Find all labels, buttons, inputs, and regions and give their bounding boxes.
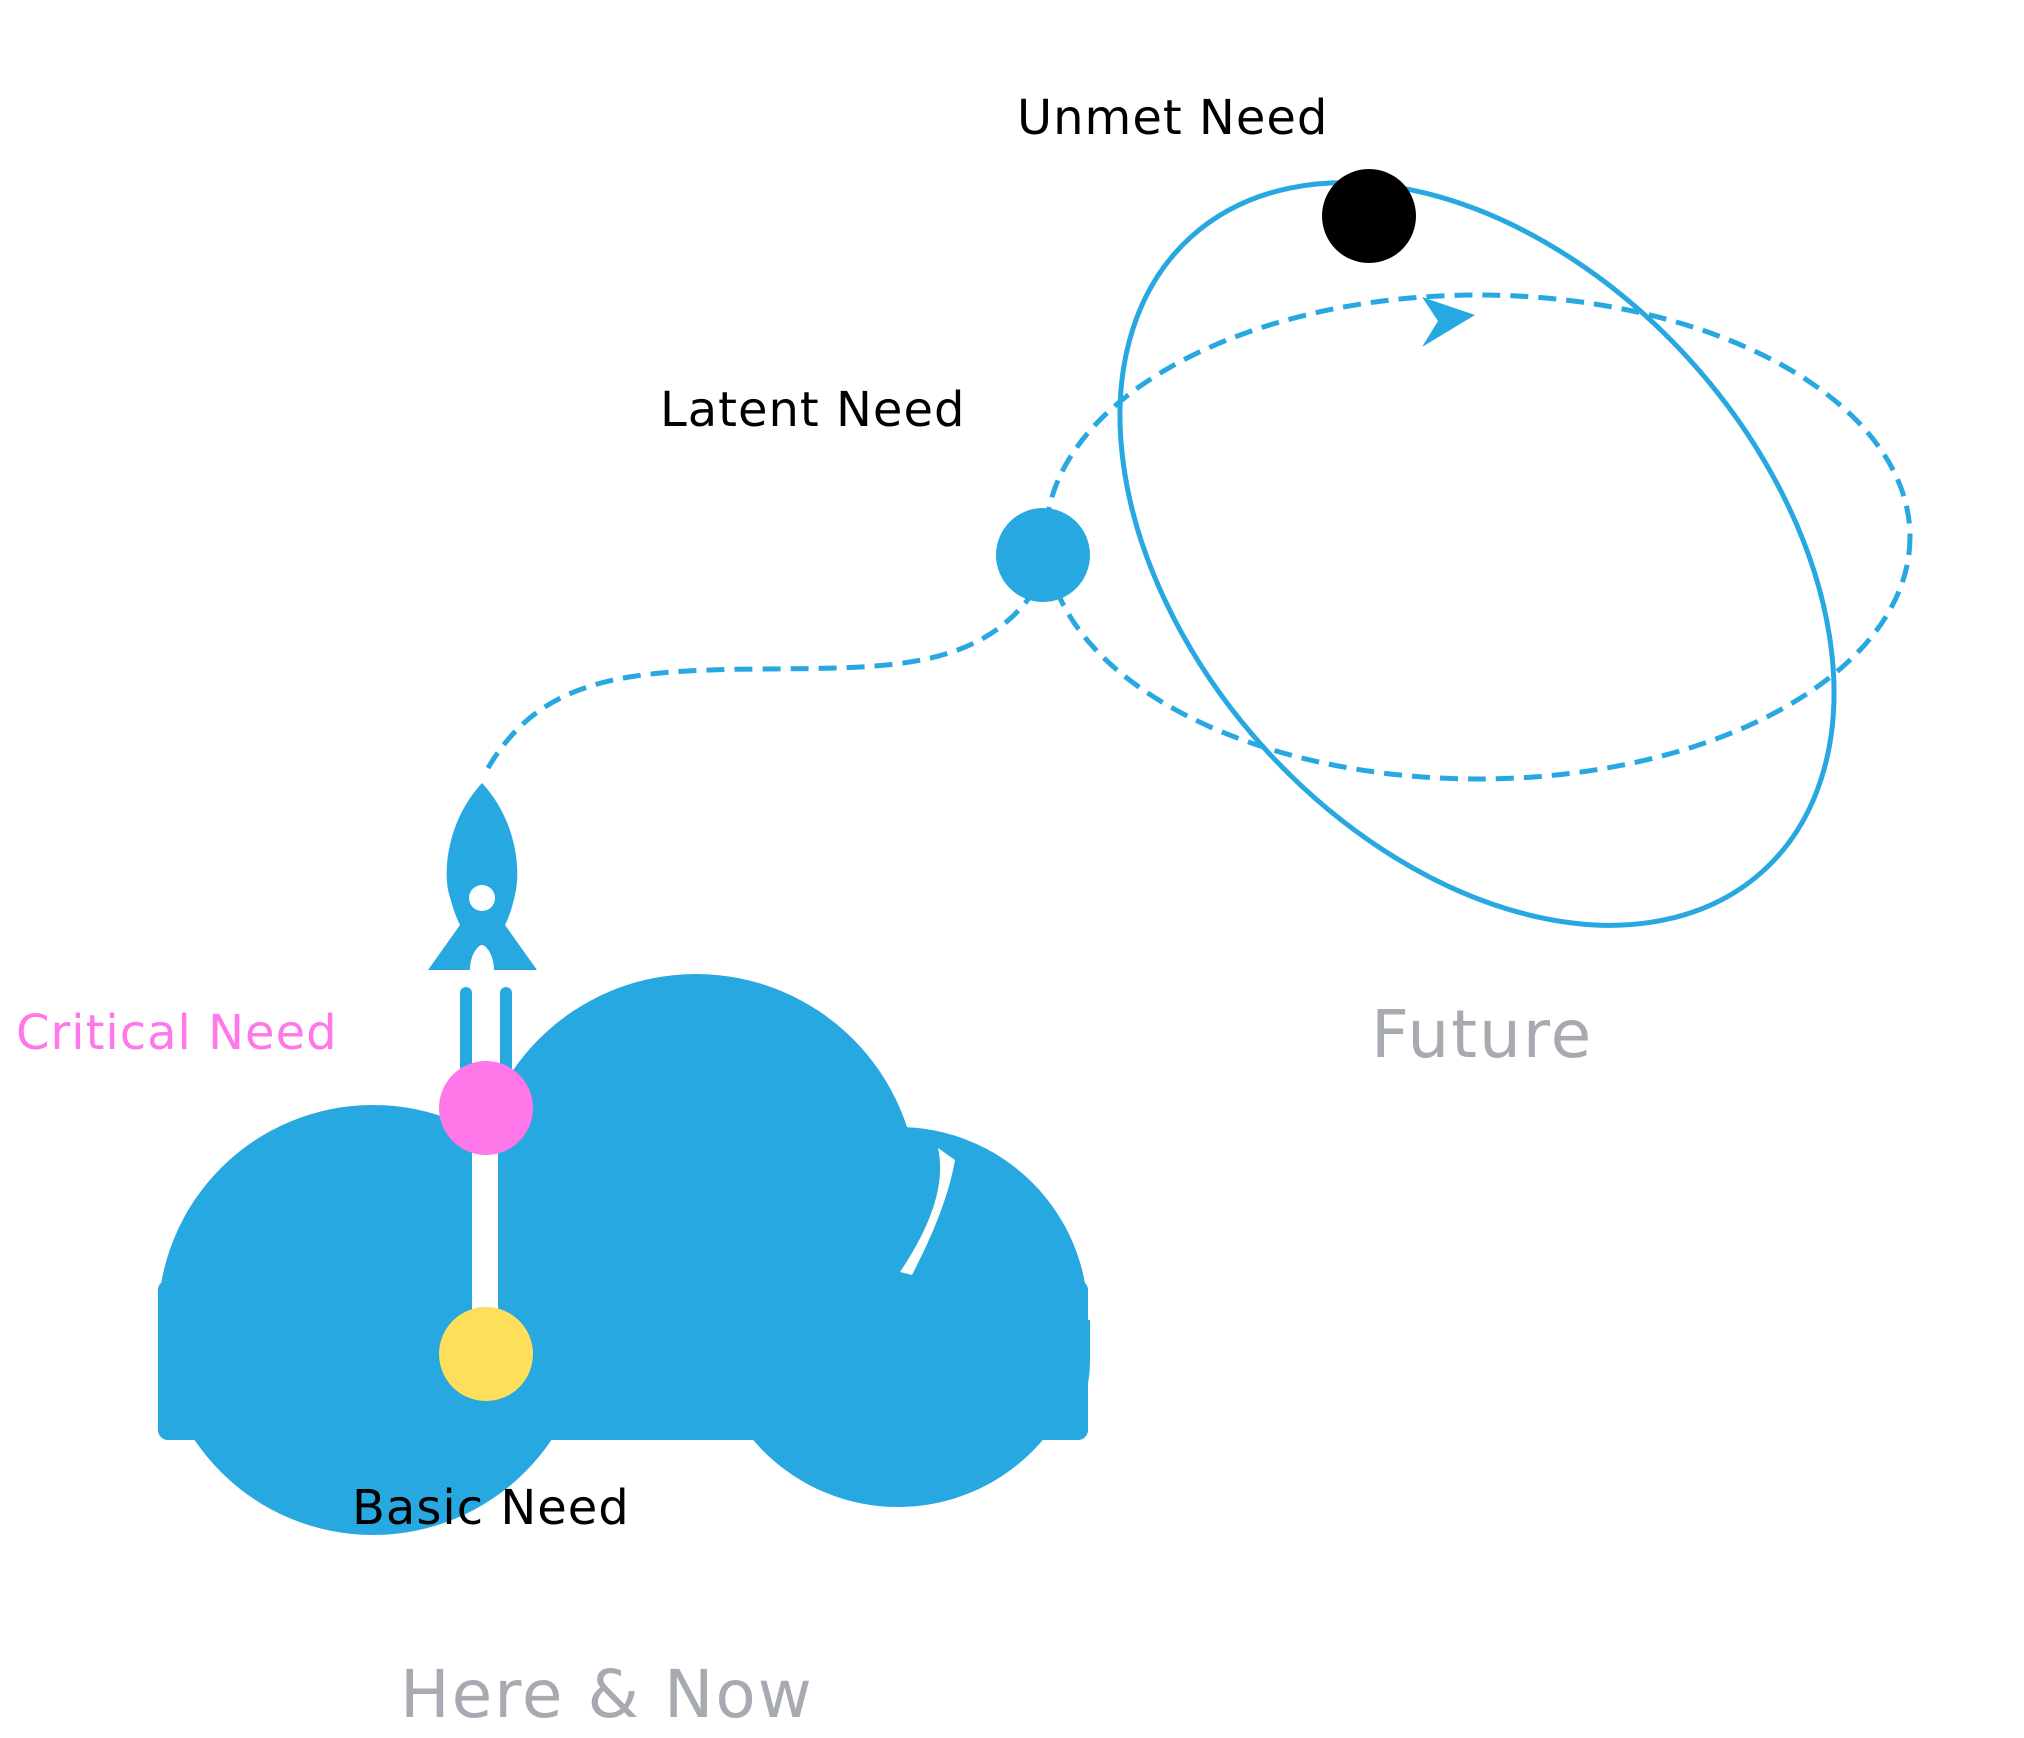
future-label: Future (1371, 996, 1593, 1073)
latent-orbit-path (1043, 292, 1913, 782)
latent-need-node (996, 508, 1090, 602)
here-and-now-label: Here & Now (400, 1656, 814, 1733)
unmet-need-label: Unmet Need (1017, 90, 1328, 146)
rocket-trajectory-path (485, 588, 1038, 770)
latent-need-label: Latent Need (660, 382, 965, 438)
critical-need-label: Critical Need (16, 1005, 338, 1061)
unmet-need-node (1322, 169, 1416, 263)
unmet-orbit-ring (1117, 180, 1837, 928)
arrowhead-icon (1422, 297, 1475, 347)
basic-need-label: Basic Need (352, 1480, 630, 1536)
critical-need-node (439, 1061, 533, 1155)
basic-need-node (439, 1307, 533, 1401)
rocket-icon (428, 783, 537, 970)
